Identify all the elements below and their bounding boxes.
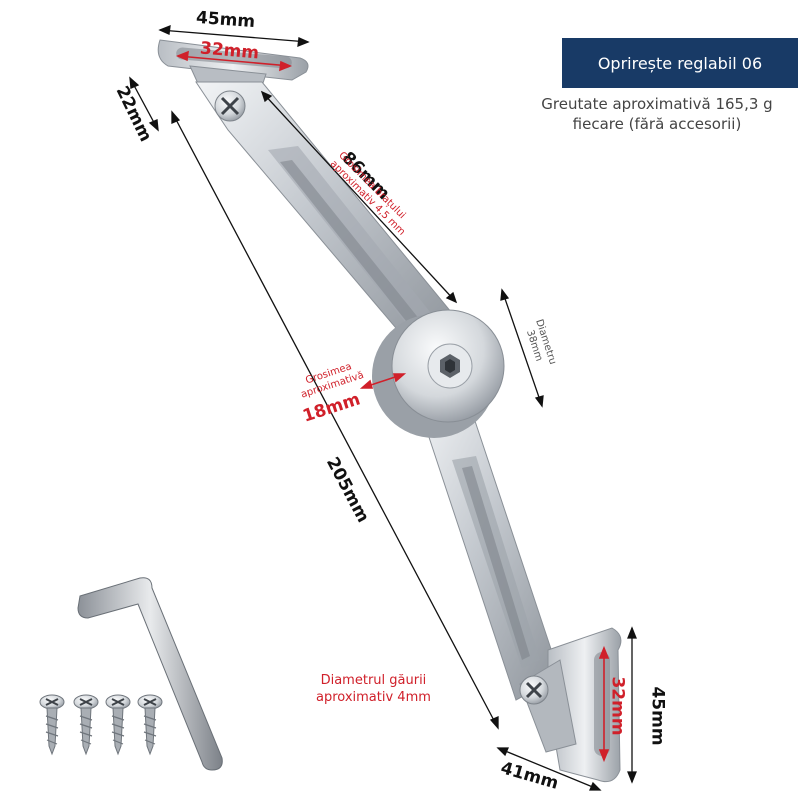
note-hole-diameter: Diametrul găurii aproximativ 4mm <box>316 672 431 706</box>
product-title: Oprirește reglabil 06 <box>597 53 763 73</box>
note-hole-line1: Diametrul găurii <box>320 673 427 688</box>
label-top-width: 45mm <box>195 7 256 33</box>
note-hole-line2: aproximativ 4mm <box>316 690 431 705</box>
lower-arm <box>417 399 561 701</box>
screw-icon <box>105 694 131 756</box>
label-bottom-height: 45mm <box>647 686 668 746</box>
product-title-banner: Oprirește reglabil 06 <box>562 38 798 88</box>
weight-note: Greutate aproximativă 165,3 g fiecare (f… <box>541 95 773 133</box>
central-hub <box>372 309 505 438</box>
red-dimension-lines <box>175 50 610 763</box>
screw-set <box>39 694 163 756</box>
screw-icon <box>39 694 65 756</box>
bottom-mounting-bracket <box>519 627 622 783</box>
hex-key-icon <box>77 577 223 771</box>
dimension-lines <box>129 24 637 791</box>
label-bottom-hole: 32mm <box>607 676 628 736</box>
screw-icon <box>73 694 99 756</box>
screw-icon <box>137 694 163 756</box>
upper-arm <box>195 81 457 355</box>
